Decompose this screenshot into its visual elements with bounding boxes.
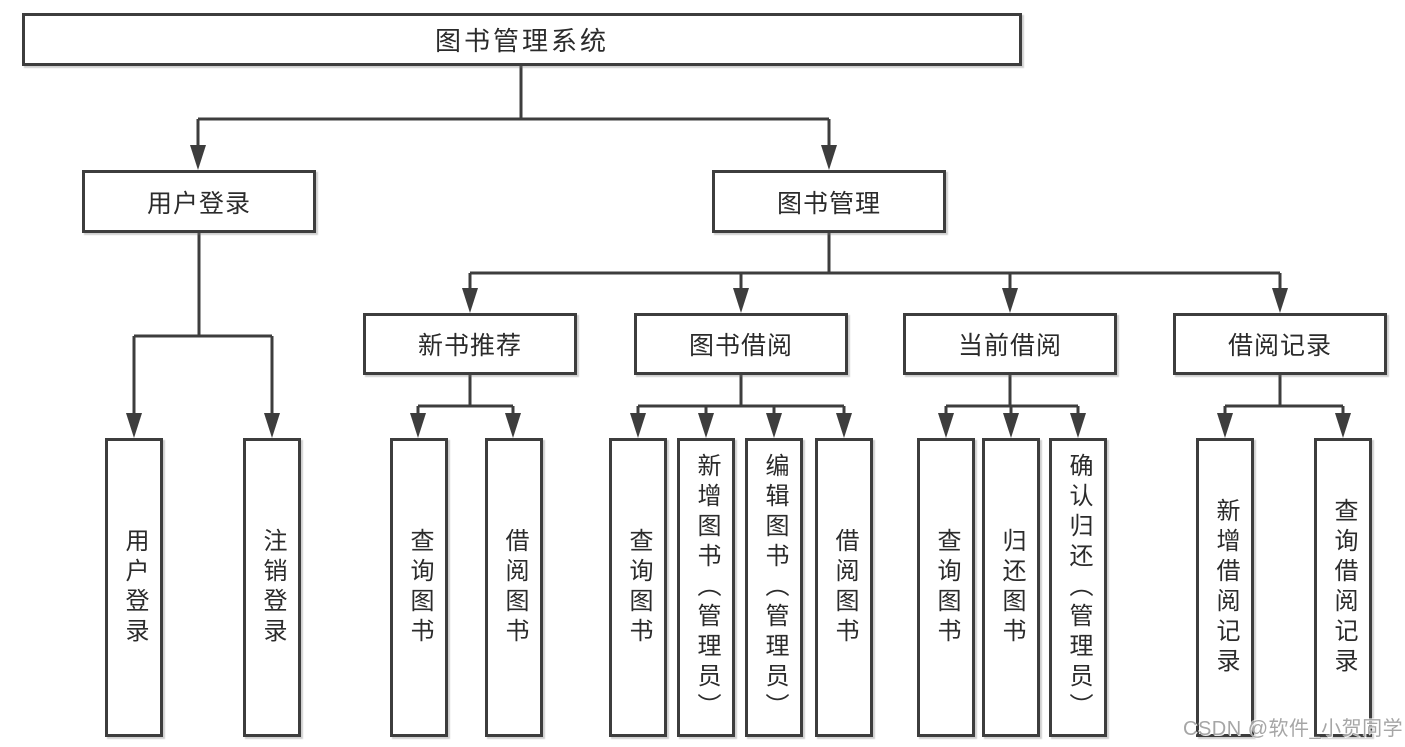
- leaf-add-books-admin: 新增图书（管理员）: [677, 438, 735, 737]
- node-label: 查询图书: [406, 527, 433, 648]
- connector-root-to-level2: [190, 66, 837, 170]
- node-label: 当前借阅: [957, 332, 1062, 360]
- node-label: 查询图书: [625, 527, 652, 648]
- leaf-add-borrow-record: 新增借阅记录: [1196, 438, 1254, 737]
- node-label: 图书管理: [776, 189, 881, 218]
- node-label: 归还图书: [998, 527, 1025, 648]
- connector-current-borrow-children: [938, 375, 1086, 438]
- leaf-query-borrow-record: 查询借阅记录: [1314, 438, 1372, 737]
- connector-borrow-records-children: [1217, 375, 1351, 438]
- node-label: 借阅图书: [501, 527, 528, 648]
- node-label: 图书借阅: [688, 332, 793, 360]
- node-label: 注销登录: [259, 527, 286, 648]
- node-book-borrowing: 图书借阅: [634, 313, 848, 375]
- node-label: 查询借阅记录: [1330, 497, 1357, 678]
- node-label: 查询图书: [933, 527, 960, 648]
- leaf-return-books: 归还图书: [982, 438, 1040, 737]
- leaf-confirm-return-admin: 确认归还（管理员）: [1049, 438, 1107, 737]
- node-label: 借阅图书: [831, 527, 858, 648]
- connector-book-borrow-children: [630, 375, 852, 438]
- node-borrowing-records: 借阅记录: [1173, 313, 1387, 375]
- node-label: 用户登录: [121, 527, 148, 648]
- node-library-management-system: 图书管理系统: [22, 13, 1022, 66]
- leaf-edit-books-admin: 编辑图书（管理员）: [745, 438, 803, 737]
- node-current-borrowing: 当前借阅: [903, 313, 1117, 375]
- connector-book-management-children: [462, 233, 1288, 313]
- leaf-query-books-recommend: 查询图书: [390, 438, 448, 737]
- node-label: 图书管理系统: [434, 26, 609, 56]
- leaf-logout: 注销登录: [243, 438, 301, 737]
- node-book-management: 图书管理: [712, 170, 946, 233]
- csdn-watermark: CSDN @软件_小贺同学: [1183, 718, 1404, 740]
- node-new-book-recommendation: 新书推荐: [363, 313, 577, 375]
- leaf-borrow-books: 借阅图书: [815, 438, 873, 737]
- node-label: 确认归还（管理员）: [1065, 452, 1092, 723]
- node-label: 新增图书（管理员）: [693, 452, 720, 723]
- connector-new-book-children: [410, 375, 521, 438]
- node-label: 借阅记录: [1227, 332, 1332, 360]
- connector-user-login-children: [126, 233, 280, 438]
- leaf-borrow-books-recommend: 借阅图书: [485, 438, 543, 737]
- node-label: 新书推荐: [417, 332, 522, 360]
- leaf-query-books-borrow: 查询图书: [609, 438, 667, 737]
- node-label: 新增借阅记录: [1212, 497, 1239, 678]
- leaf-query-books-current: 查询图书: [917, 438, 975, 737]
- leaf-user-login: 用户登录: [105, 438, 163, 737]
- node-label: 编辑图书（管理员）: [761, 452, 788, 723]
- node-label: 用户登录: [146, 189, 251, 218]
- node-user-login: 用户登录: [82, 170, 316, 233]
